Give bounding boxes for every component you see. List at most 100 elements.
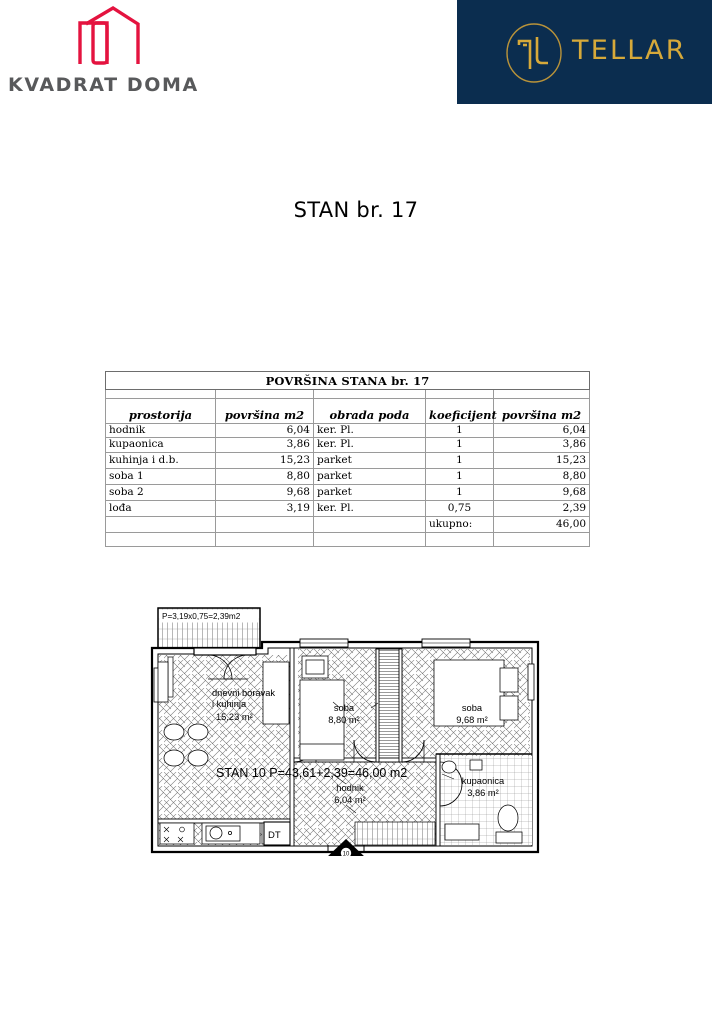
room-label-kupaonica: kupaonica — [462, 776, 505, 786]
cell-povrsina-korigirana: 8,80 — [492, 467, 591, 485]
room-area-soba2: 9,68 m² — [456, 715, 488, 725]
spacer-cell — [313, 389, 426, 399]
cell-povrsina: 6,04 — [215, 422, 314, 439]
cell-koeficijent: 0,75 — [425, 499, 494, 517]
cell-povrsina: 3,19 — [215, 499, 314, 517]
cell-obrada-poda: ker. Pl. — [313, 499, 426, 517]
cell-povrsina-korigirana: 6,04 — [492, 422, 591, 439]
cell-povrsina: 15,23 — [215, 451, 314, 469]
table-total-row: ukupno: 46,00 — [105, 515, 591, 533]
kvadrat-doma-logo: KVADRAT DOMA — [0, 4, 260, 104]
column-header-povrsina: površina m2 — [215, 398, 314, 424]
tellar-logo-banner: TELLAR — [457, 0, 712, 104]
cell-povrsina-korigirana: 15,23 — [492, 451, 591, 469]
cell-obrada-poda: parket — [313, 467, 426, 485]
page-header: KVADRAT DOMA TELLAR — [0, 0, 712, 110]
loggia-area-note: P=3,19x0,75=2,39m2 — [162, 612, 241, 621]
table-title: POVRŠINA STANA br. 17 — [104, 371, 591, 390]
cell-prostorija: kuhinja i d.b. — [105, 451, 216, 469]
column-header-prostorija: prostorija — [105, 398, 216, 424]
room-label-soba1: soba — [334, 703, 355, 713]
cell-prostorija: hodnik — [105, 422, 216, 439]
blank-cell — [425, 531, 494, 547]
cell-obrada-poda: parket — [313, 483, 426, 501]
room-area-living: 15,23 m² — [216, 712, 253, 722]
floorplan-svg: P=3,19x0,75=2,39m2 — [150, 607, 540, 856]
room-label-living-line1: dnevni boravak — [212, 688, 275, 698]
blank-cell — [215, 531, 314, 547]
surface-table-container: POVRŠINA STANA br. 17 prostorija površin… — [104, 371, 591, 547]
duct-shaft — [375, 648, 403, 763]
cell-koeficijent: 1 — [425, 467, 494, 485]
kvadrat-doma-wordmark: KVADRAT DOMA — [8, 74, 199, 96]
total-blank-cell — [105, 515, 216, 533]
room-area-kupaonica: 3,86 m² — [467, 788, 499, 798]
cell-koeficijent: 1 — [425, 437, 494, 453]
table-row: hodnik 6,04 ker. Pl. 1 6,04 — [105, 422, 591, 439]
house-outline-mark-icon — [78, 6, 140, 65]
table-header-spacer-row — [105, 389, 591, 399]
cell-prostorija: lođa — [105, 499, 216, 517]
hallway-tile-strip — [354, 821, 436, 846]
cell-povrsina-korigirana: 9,68 — [492, 483, 591, 501]
room-label-soba2: soba — [462, 703, 483, 713]
table-row: lođa 3,19 ker. Pl. 0,75 2,39 — [105, 499, 591, 517]
windows — [153, 638, 535, 703]
spacer-cell — [215, 389, 314, 399]
spacer-cell — [105, 389, 216, 399]
column-header-koeficijent: koeficijent — [425, 398, 497, 424]
cell-prostorija: soba 1 — [105, 467, 216, 485]
label-leader-lines — [329, 701, 455, 814]
cell-obrada-poda: parket — [313, 451, 426, 469]
room-label-hodnik: hodnik — [336, 783, 364, 793]
entry-marker-number: 10 — [343, 852, 350, 856]
blank-cell — [492, 531, 591, 547]
room-area-soba1: 8,80 m² — [328, 715, 360, 725]
blank-cell — [105, 531, 216, 547]
cell-koeficijent: 1 — [425, 483, 494, 501]
room-area-hodnik: 6,04 m² — [334, 795, 366, 805]
cell-prostorija: soba 2 — [105, 483, 216, 501]
apartment-area-note: STAN 10 P=43,61+2,39=46,00 m2 — [216, 766, 407, 780]
table-row: kuhinja i d.b. 15,23 parket 1 15,23 — [105, 451, 591, 469]
total-label: ukupno: — [425, 515, 494, 533]
cell-obrada-poda: ker. Pl. — [313, 437, 426, 453]
cell-povrsina-korigirana: 3,86 — [492, 437, 591, 453]
dt-shaft-box — [263, 821, 291, 846]
entry-marker: 10 — [328, 839, 364, 856]
entry-door-jambs — [327, 845, 365, 852]
column-header-obrada-poda: obrada poda — [313, 398, 426, 424]
spacer-cell — [425, 389, 494, 399]
table-row: soba 2 9,68 parket 1 9,68 — [105, 483, 591, 501]
loggia-area — [157, 607, 261, 649]
page-title: STAN br. 17 — [293, 198, 419, 222]
tellar-monogram-circle-icon — [506, 23, 562, 83]
cell-povrsina: 9,68 — [215, 483, 314, 501]
cell-prostorija: kupaonica — [105, 437, 216, 453]
table-row: kupaonica 3,86 ker. Pl. 1 3,86 — [105, 437, 591, 453]
room-labels: dnevni boravak i kuhinja 15,23 m² soba 8… — [212, 688, 505, 805]
table-blank-row — [105, 531, 591, 547]
floorplan-geometry: P=3,19x0,75=2,39m2 — [150, 607, 540, 856]
spacer-cell — [492, 389, 591, 399]
cell-povrsina: 8,80 — [215, 467, 314, 485]
cell-povrsina-korigirana: 2,39 — [492, 499, 591, 517]
table-row: soba 1 8,80 parket 1 8,80 — [105, 467, 591, 485]
room-label-living-line2: i kuhinja — [212, 699, 247, 709]
tellar-wordmark: TELLAR — [572, 35, 687, 66]
cell-obrada-poda: ker. Pl. — [313, 422, 426, 439]
total-blank-cell — [313, 515, 426, 533]
total-blank-cell — [215, 515, 314, 533]
surface-table: POVRŠINA STANA br. 17 prostorija površin… — [104, 371, 591, 547]
cell-koeficijent: 1 — [425, 451, 494, 469]
column-header-povrsina-korigirana: površina m2 — [492, 398, 591, 424]
table-title-row: POVRŠINA STANA br. 17 — [104, 371, 591, 390]
blank-cell — [313, 531, 426, 547]
cell-povrsina: 3,86 — [215, 437, 314, 453]
exterior-walls — [150, 640, 540, 854]
dt-shaft-label: DT — [268, 830, 281, 841]
table-header-row: prostorija površina m2 obrada poda koefi… — [105, 398, 591, 424]
floorplan-drawing: P=3,19x0,75=2,39m2 — [150, 604, 542, 856]
cell-koeficijent: 1 — [425, 422, 494, 439]
total-value: 46,00 — [492, 515, 591, 533]
